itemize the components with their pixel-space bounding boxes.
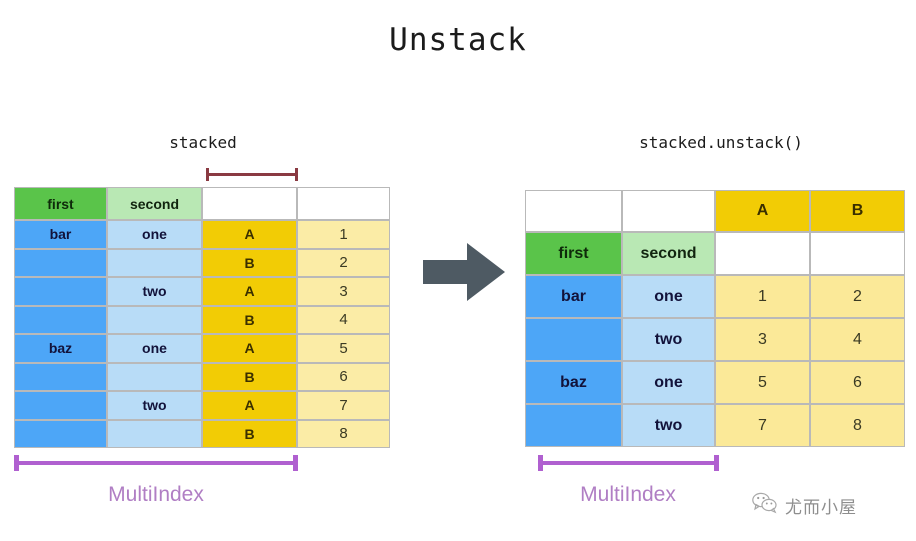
left-cell-first bbox=[14, 419, 107, 448]
right-multiindex-bracket bbox=[538, 455, 719, 471]
left-cell-value: 3 bbox=[297, 277, 390, 306]
left-cell-level: A bbox=[202, 220, 297, 249]
right-cell-first: bar bbox=[525, 275, 622, 318]
left-cell-second bbox=[107, 419, 202, 448]
right-cell-b: 4 bbox=[810, 318, 905, 361]
right-header-second: second bbox=[622, 232, 715, 275]
right-cell-second: two bbox=[622, 404, 715, 447]
bracket-cap-left bbox=[206, 168, 209, 181]
watermark-text: 尤而小屋 bbox=[785, 498, 857, 517]
left-cell-value: 5 bbox=[297, 334, 390, 363]
bracket-cap-right bbox=[293, 455, 298, 471]
left-cell-level: A bbox=[202, 334, 297, 363]
bracket-line bbox=[208, 173, 296, 176]
watermark: 尤而小屋 bbox=[752, 492, 857, 519]
left-table-caption: stacked bbox=[169, 133, 237, 152]
right-cell-a: 1 bbox=[715, 275, 810, 318]
right-header-blank-3 bbox=[715, 232, 810, 275]
left-header-first: first bbox=[14, 187, 107, 220]
left-top-bracket bbox=[206, 168, 298, 182]
right-cell-first: baz bbox=[525, 361, 622, 404]
right-header-blank-1 bbox=[525, 190, 622, 232]
bracket-line bbox=[17, 461, 295, 465]
right-header-blank-2 bbox=[622, 190, 715, 232]
left-cell-first bbox=[14, 362, 107, 391]
left-cell-value: 4 bbox=[297, 305, 390, 334]
left-cell-second bbox=[107, 305, 202, 334]
left-header-level bbox=[202, 187, 297, 220]
left-cell-first: baz bbox=[14, 334, 107, 363]
right-cell-second: two bbox=[622, 318, 715, 361]
right-cell-b: 6 bbox=[810, 361, 905, 404]
left-cell-first: bar bbox=[14, 220, 107, 249]
left-cell-first bbox=[14, 305, 107, 334]
left-cell-first bbox=[14, 277, 107, 306]
right-cell-a: 5 bbox=[715, 361, 810, 404]
left-header-second: second bbox=[107, 187, 202, 220]
right-cell-a: 3 bbox=[715, 318, 810, 361]
right-header-col-a: A bbox=[715, 190, 810, 232]
left-cell-level: A bbox=[202, 277, 297, 306]
right-header-col-b: B bbox=[810, 190, 905, 232]
left-cell-second: one bbox=[107, 220, 202, 249]
left-multiindex-label: MultiIndex bbox=[108, 483, 204, 506]
right-cell-second: one bbox=[622, 361, 715, 404]
left-cell-value: 7 bbox=[297, 391, 390, 420]
right-header-blank-4 bbox=[810, 232, 905, 275]
left-header-value bbox=[297, 187, 390, 220]
left-cell-level: B bbox=[202, 419, 297, 448]
right-cell-a: 7 bbox=[715, 404, 810, 447]
left-cell-level: B bbox=[202, 362, 297, 391]
right-cell-first bbox=[525, 318, 622, 361]
left-cell-first bbox=[14, 248, 107, 277]
left-cell-level: B bbox=[202, 248, 297, 277]
left-cell-second: one bbox=[107, 334, 202, 363]
right-cell-b: 8 bbox=[810, 404, 905, 447]
left-cell-value: 6 bbox=[297, 362, 390, 391]
left-cell-value: 1 bbox=[297, 220, 390, 249]
transform-arrow-icon bbox=[423, 243, 505, 301]
right-cell-second: one bbox=[622, 275, 715, 318]
right-cell-first bbox=[525, 404, 622, 447]
wechat-icon bbox=[752, 492, 778, 519]
left-cell-value: 2 bbox=[297, 248, 390, 277]
left-cell-second: two bbox=[107, 391, 202, 420]
left-cell-first bbox=[14, 391, 107, 420]
bracket-cap-right bbox=[714, 455, 719, 471]
right-table-caption: stacked.unstack() bbox=[639, 133, 803, 152]
left-multiindex-bracket bbox=[14, 455, 298, 471]
bracket-cap-left bbox=[14, 455, 19, 471]
left-cell-second bbox=[107, 362, 202, 391]
left-cell-second bbox=[107, 248, 202, 277]
bracket-cap-right bbox=[295, 168, 298, 181]
bracket-line bbox=[541, 461, 716, 465]
left-cell-level: B bbox=[202, 305, 297, 334]
right-cell-b: 2 bbox=[810, 275, 905, 318]
left-cell-second: two bbox=[107, 277, 202, 306]
right-header-first: first bbox=[525, 232, 622, 275]
bracket-cap-left bbox=[538, 455, 543, 471]
right-multiindex-label: MultiIndex bbox=[580, 483, 676, 506]
left-cell-value: 8 bbox=[297, 419, 390, 448]
left-cell-level: A bbox=[202, 391, 297, 420]
page-title: Unstack bbox=[389, 22, 527, 58]
